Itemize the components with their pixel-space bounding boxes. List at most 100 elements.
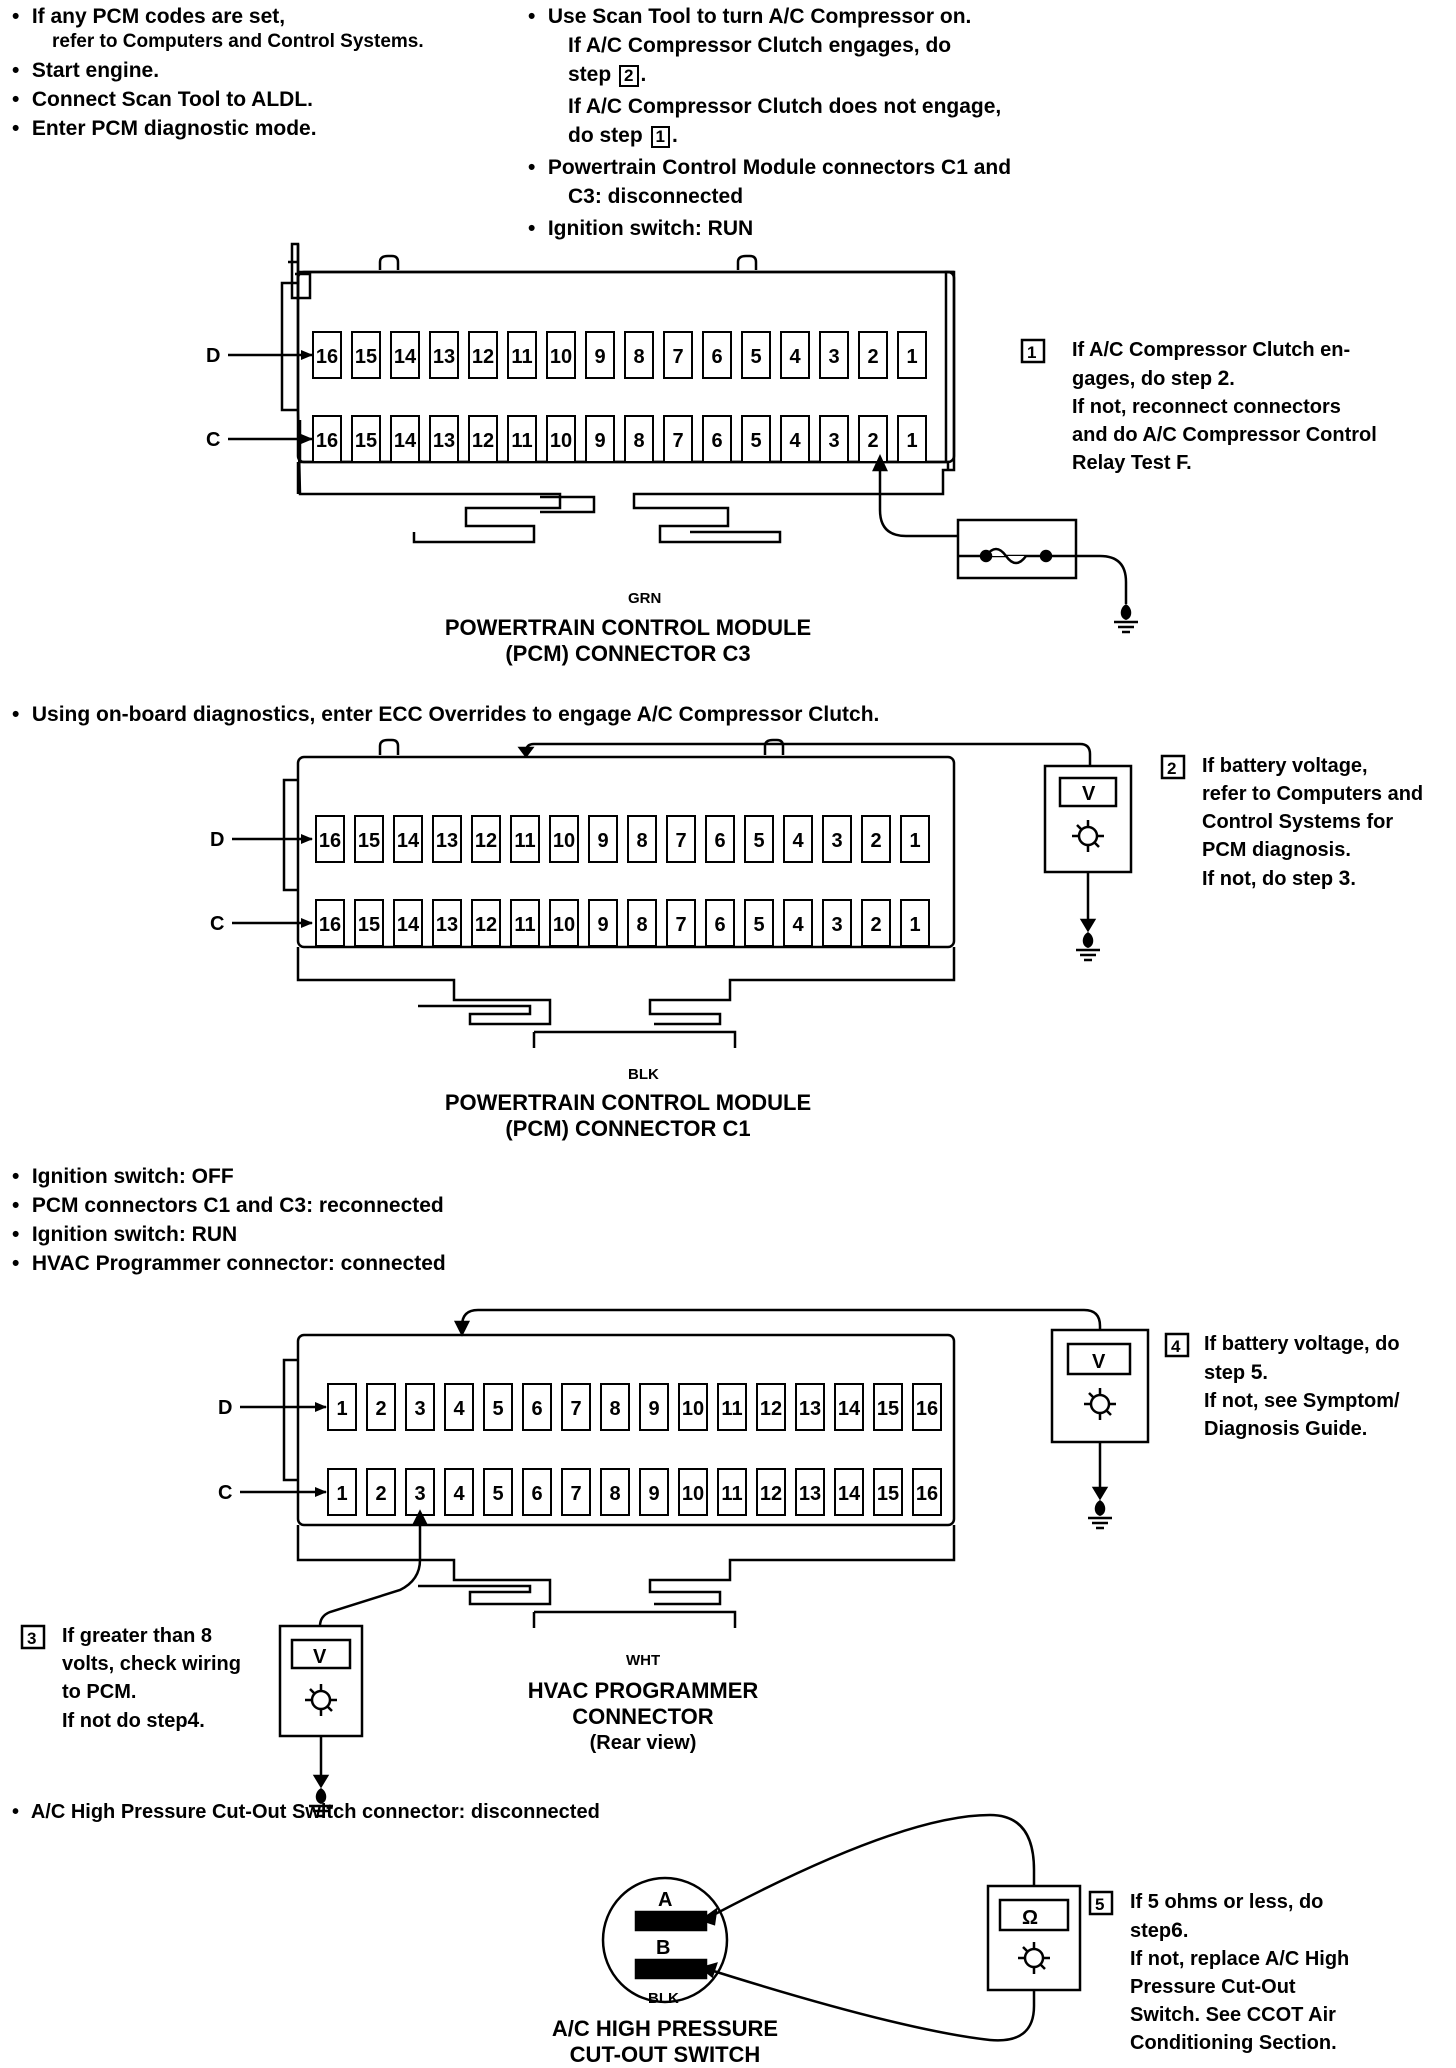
pin-number: 5 [750,346,761,368]
pin-box [351,415,381,463]
pin-box [429,415,459,463]
pin-box [393,815,423,863]
pin-number: 3 [828,346,839,368]
pin-number: 9 [594,346,605,368]
pin-box [822,899,852,947]
hvac-d4-voltmeter [453,1308,1150,1501]
svg-text:4: 4 [1171,1337,1181,1356]
pin-box [900,899,930,947]
top-left-bullets: • If any PCM codes are set, refer to Com… [12,5,424,140]
pin-box [432,815,462,863]
pin-number: 6 [531,1398,542,1420]
c1-caption: POWERTRAIN CONTROL MODULE (PCM) CONNECTO… [444,1090,812,1141]
pcm-connector-c3 [280,242,956,544]
pin-number: 16 [319,830,341,852]
pin-number: 9 [597,830,608,852]
pin-box [666,815,696,863]
pin-number: 10 [682,1483,704,1505]
pin-box [546,331,576,379]
pin-number: 12 [472,430,494,452]
pin-box [312,331,342,379]
c3-fuse-jumper [872,454,1128,604]
pin-box [861,899,891,947]
svg-text:C: C [210,913,224,935]
pin-box [624,331,654,379]
pin-number: 4 [453,1483,465,1505]
pin-number: 15 [877,1483,899,1505]
pin-box [507,415,537,463]
svg-text:C: C [218,1482,232,1504]
switch-wire-color: BLK [648,1990,679,2007]
note-step-5: If 5 ohms or less, do step6. If not, rep… [1130,1891,1350,2054]
pin-number: 5 [753,830,764,852]
pin-number: 1 [906,430,917,452]
pin-number: 6 [714,914,725,936]
pin-box [585,331,615,379]
pin-number: 11 [514,914,535,936]
pin-box [717,1468,747,1516]
pin-box [585,415,615,463]
pin-box [471,815,501,863]
pin-number: 4 [792,914,804,936]
pin-box [405,1468,435,1516]
pin-box [354,815,384,863]
pin-number: 15 [355,430,377,452]
pin-box [822,815,852,863]
pin-box [588,815,618,863]
pin-number: 10 [553,914,575,936]
svg-text:5: 5 [1095,1895,1104,1914]
step-boxes: 1 2 4 3 5 [20,338,1190,1916]
hvac-programmer-connector [282,1333,956,1628]
pin-box [366,1468,396,1516]
pin-box [522,1468,552,1516]
pin-number: 4 [789,430,801,452]
pin-box [741,331,771,379]
pin-number: 9 [594,430,605,452]
pin-number: 12 [760,1398,782,1420]
pin-number: 12 [475,914,497,936]
pin-number: 6 [711,346,722,368]
pin-box [627,815,657,863]
note-step-4: If battery voltage, do step 5. If not, s… [1204,1333,1400,1440]
c1-voltmeter [517,742,1133,933]
pin-box [756,1383,786,1431]
pin-number: 8 [609,1398,620,1420]
pin-box [405,1383,435,1431]
pin-number: 2 [375,1483,386,1505]
pin-box [510,815,540,863]
pin-number: 9 [648,1398,659,1420]
pin-number: 14 [397,830,420,852]
hvac-wire-color: WHT [626,1652,661,1669]
pin-box [600,1383,630,1431]
pin-number: 16 [319,914,341,936]
pin-number: 3 [414,1398,425,1420]
pin-box [366,1383,396,1431]
pin-box [444,1468,474,1516]
svg-text:1: 1 [1027,343,1036,362]
pin-number: 13 [436,914,458,936]
pin-box [744,815,774,863]
pin-number: 14 [397,914,420,936]
pin-box [432,899,462,947]
pin-box [468,331,498,379]
pin-box [639,1383,669,1431]
pin-box [393,899,423,947]
pin-number: 14 [838,1483,861,1505]
pin-box [549,815,579,863]
pin-box [468,415,498,463]
c3-caption: POWERTRAIN CONTROL MODULE (PCM) CONNECTO… [444,615,812,666]
pin-number: 8 [609,1483,620,1505]
svg-text:A: A [658,1889,672,1911]
pin-number: 9 [597,914,608,936]
pin-number: 7 [672,430,683,452]
pin-box [744,899,774,947]
pin-number: 8 [636,914,647,936]
pin-number: 14 [394,346,417,368]
pin-number: 14 [838,1398,861,1420]
svg-text:D: D [218,1397,232,1419]
pin-box [390,415,420,463]
pin-number: 13 [436,830,458,852]
pin-box [897,331,927,379]
